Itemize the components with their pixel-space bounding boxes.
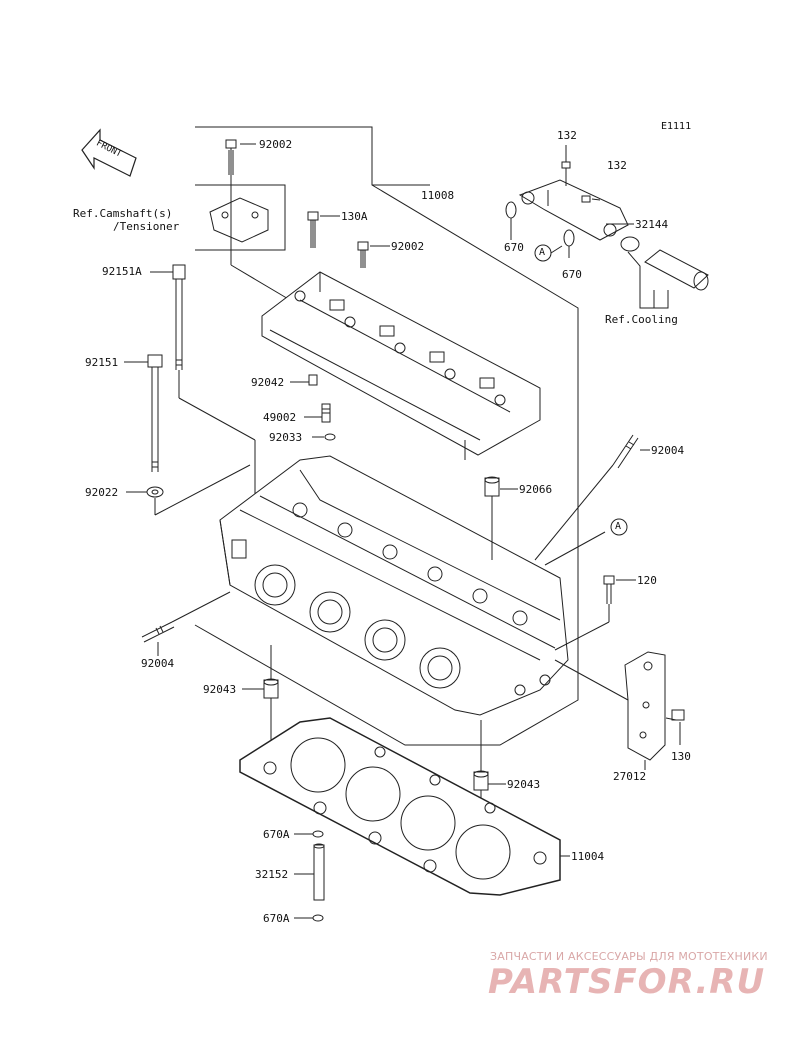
bolt-92002-mid	[357, 241, 369, 268]
part-132-b[interactable]: 132	[606, 159, 628, 172]
bolt-130	[665, 709, 685, 721]
ref-cooling[interactable]: Ref.Cooling	[604, 313, 679, 326]
part-670-b[interactable]: 670	[561, 268, 583, 281]
bolt-92151A	[172, 264, 186, 370]
callout-a-top-label[interactable]: A	[539, 247, 546, 258]
o-ring-92033	[324, 433, 336, 441]
part-130A[interactable]: 130A	[340, 210, 369, 223]
camshaft-holder-part	[209, 197, 269, 243]
part-32152[interactable]: 32152	[254, 868, 290, 881]
watermark-tagline: ЗАПЧАСТИ И АКСЕССУАРЫ ДЛЯ МОТОТЕХНИКИ	[490, 950, 768, 963]
part-130[interactable]: 130	[670, 750, 692, 763]
watermark-logo: PARTSFOR.RU	[488, 962, 766, 1002]
part-92151A[interactable]: 92151A	[101, 265, 143, 278]
ref-camshaft-line1[interactable]: Ref.Camshaft(s)	[72, 207, 174, 220]
part-49002[interactable]: 49002	[262, 411, 298, 424]
part-132-a[interactable]: 132	[556, 129, 578, 142]
part-670A-b[interactable]: 670A	[262, 912, 291, 925]
dowel-92066	[484, 476, 500, 497]
callout-a-head-icon	[610, 518, 628, 536]
bolt-92002-top	[225, 139, 237, 175]
part-92033[interactable]: 92033	[268, 431, 304, 444]
part-92043-a[interactable]: 92043	[202, 683, 238, 696]
stud-92004-top	[612, 434, 639, 469]
part-92151[interactable]: 92151	[84, 356, 120, 369]
part-670A-a[interactable]: 670A	[262, 828, 291, 841]
part-11004[interactable]: 11004	[570, 850, 606, 863]
bolt-132-b	[581, 195, 591, 203]
bracket-27012	[624, 651, 666, 761]
dowel-92043-right	[473, 770, 489, 791]
ref-camshaft-bracket	[195, 184, 286, 251]
part-92022[interactable]: 92022	[84, 486, 120, 499]
diagram-code: E1111	[660, 120, 693, 133]
camshaft-cap-holder	[261, 271, 541, 456]
cylinder-head	[219, 455, 569, 716]
hose-clamp	[620, 236, 640, 252]
part-92002-top[interactable]: 92002	[258, 138, 294, 151]
part-92002-mid[interactable]: 92002	[390, 240, 426, 253]
stud-92004-left	[141, 621, 175, 643]
part-670-a[interactable]: 670	[503, 241, 525, 254]
washer-92022	[146, 486, 164, 498]
callout-a-head-label[interactable]: A	[615, 521, 622, 532]
bolt-130A	[307, 211, 319, 248]
part-32144[interactable]: 32144	[634, 218, 670, 231]
water-pipe-32144	[518, 179, 629, 241]
part-120[interactable]: 120	[636, 574, 658, 587]
part-92004-top[interactable]: 92004	[650, 444, 686, 457]
coolant-hose	[644, 249, 709, 291]
assembly-bracket-11008	[194, 126, 579, 746]
pipe-32152	[313, 843, 325, 901]
part-27012[interactable]: 27012	[612, 770, 648, 783]
dowel-92042	[308, 374, 318, 386]
front-arrow-icon	[81, 128, 137, 177]
bolt-120	[603, 575, 615, 604]
part-92042[interactable]: 92042	[250, 376, 286, 389]
ref-camshaft-line2[interactable]: /Tensioner	[112, 220, 181, 233]
o-ring-670A-top	[312, 830, 324, 838]
head-gasket-11004	[239, 717, 561, 896]
dowel-92043-left	[263, 678, 279, 699]
o-ring-670-a	[505, 201, 517, 219]
o-ring-670-b	[563, 229, 575, 247]
part-92043-b[interactable]: 92043	[506, 778, 542, 791]
oil-jet-49002	[321, 403, 331, 423]
bolt-92151	[147, 354, 163, 472]
part-92066[interactable]: 92066	[518, 483, 554, 496]
part-11008[interactable]: 11008	[420, 189, 456, 202]
part-92004-left[interactable]: 92004	[140, 657, 176, 670]
o-ring-670A-bottom	[312, 914, 324, 922]
